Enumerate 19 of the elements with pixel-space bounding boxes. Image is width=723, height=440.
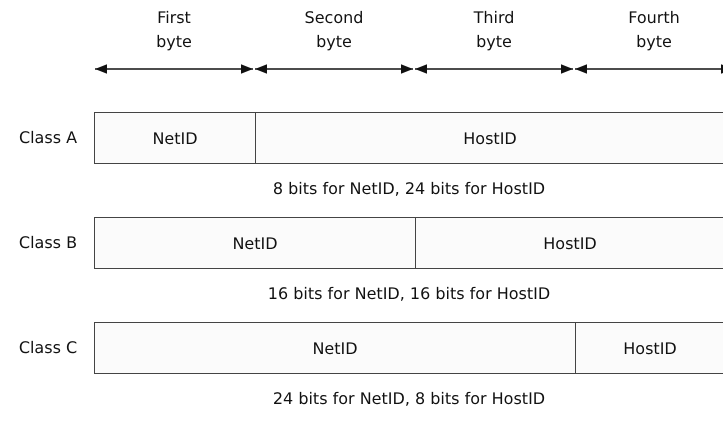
byte-heading: Third byte bbox=[472, 7, 516, 53]
address-bar bbox=[94, 322, 723, 374]
byte-heading: First byte bbox=[155, 7, 193, 53]
bit-split-caption: 16 bits for NetID, 16 bits for HostID bbox=[266, 284, 552, 304]
field-name: NetID bbox=[232, 234, 278, 252]
class-label: Class C bbox=[18, 338, 78, 358]
field-name: HostID bbox=[623, 338, 677, 358]
field-name: HostID bbox=[543, 234, 597, 252]
field-name: NetID bbox=[152, 128, 198, 148]
byte-heading: Second byte bbox=[304, 7, 364, 53]
field-name: NetID bbox=[312, 338, 358, 358]
byte-heading: Fourth byte bbox=[627, 7, 681, 53]
bit-split-caption: 8 bits for NetID, 24 bits for HostID bbox=[272, 179, 546, 199]
bit-split-caption: 24 bits for NetID, 8 bits for HostID bbox=[272, 389, 546, 409]
address-bar bbox=[94, 217, 723, 269]
address-bar bbox=[94, 112, 723, 164]
class-label: Class B bbox=[18, 233, 78, 253]
class-label: Class A bbox=[18, 128, 78, 148]
field-name: HostID bbox=[463, 128, 517, 148]
